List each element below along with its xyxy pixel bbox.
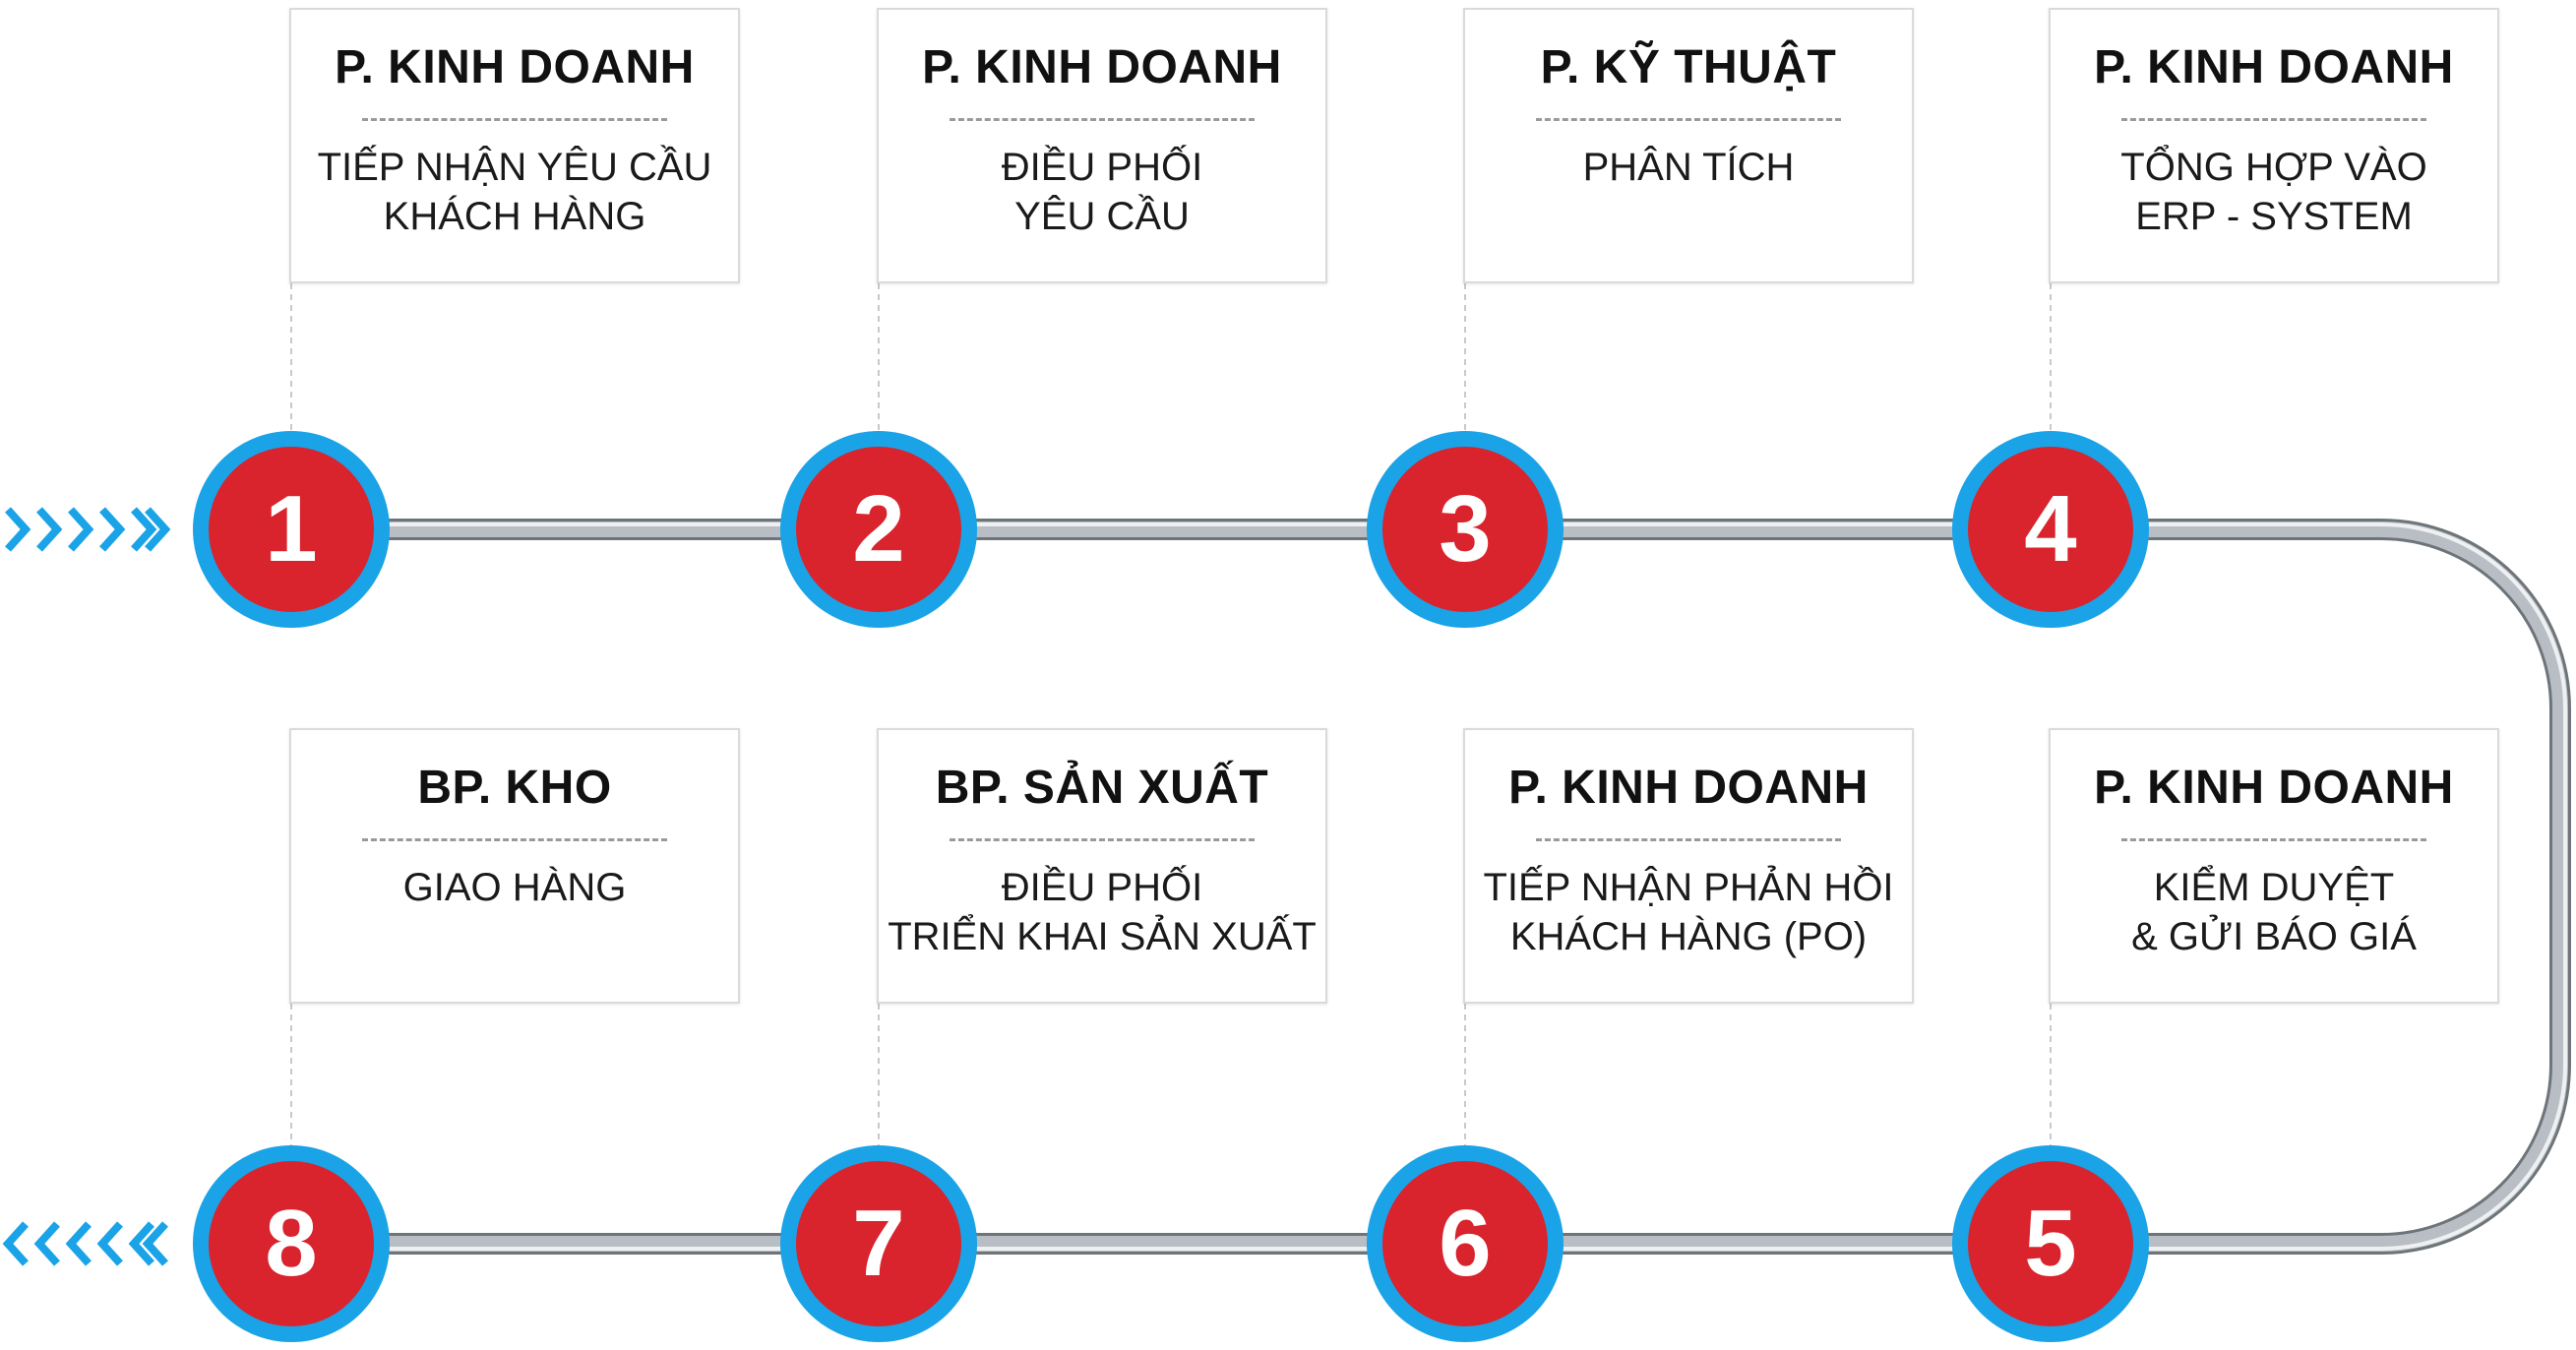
step-card-8: BP. KHO GIAO HÀNG (289, 728, 740, 1004)
step-number: 1 (209, 447, 374, 612)
step-task: ĐIỀU PHỐI TRIỂN KHAI SẢN XUẤT (888, 866, 1317, 958)
step-number: 8 (209, 1161, 374, 1326)
step-marker-6: 6 (1367, 1145, 1564, 1342)
step-task: KIỂM DUYỆT & GỬI BÁO GIÁ (2131, 866, 2417, 958)
step-task: TIẾP NHẬN PHẢN HỒI KHÁCH HÀNG (PO) (1483, 866, 1894, 958)
step-department: BP. KHO (417, 762, 612, 814)
chevrons-right-icon (5, 507, 171, 552)
step-card-3: P. KỸ THUẬT PHÂN TÍCH (1463, 8, 1914, 283)
card-separator (950, 838, 1255, 841)
step-marker-2: 2 (780, 431, 977, 628)
step-department: P. KINH DOANH (1508, 762, 1869, 814)
card-separator (2121, 838, 2426, 841)
step-department: P. KINH DOANH (335, 41, 695, 93)
card-separator (1536, 118, 1841, 121)
card-separator (1536, 838, 1841, 841)
step-task: ĐIỀU PHỐI YÊU CẦU (1001, 146, 1203, 238)
step-department: P. KỸ THUẬT (1540, 41, 1837, 93)
card-separator (950, 118, 1255, 121)
card-separator (2121, 118, 2426, 121)
step-task: TIẾP NHẬN YÊU CẦU KHÁCH HÀNG (317, 146, 712, 238)
step-card-6: P. KINH DOANH TIẾP NHẬN PHẢN HỒI KHÁCH H… (1463, 728, 1914, 1004)
step-marker-7: 7 (780, 1145, 977, 1342)
step-marker-4: 4 (1952, 431, 2149, 628)
step-card-5: P. KINH DOANH KIỂM DUYỆT & GỬI BÁO GIÁ (2049, 728, 2499, 1004)
step-card-7: BP. SẢN XUẤT ĐIỀU PHỐI TRIỂN KHAI SẢN XU… (877, 728, 1327, 1004)
step-number: 3 (1382, 447, 1548, 612)
track-path-highlight (291, 522, 2567, 1251)
step-card-1: P. KINH DOANH TIẾP NHẬN YÊU CẦU KHÁCH HÀ… (289, 8, 740, 283)
step-task: PHÂN TÍCH (1582, 146, 1795, 189)
chevrons-left-icon (2, 1221, 168, 1266)
step-task: TỔNG HỢP VÀO ERP - SYSTEM (2120, 146, 2427, 238)
step-number: 4 (1968, 447, 2133, 612)
step-number: 2 (796, 447, 961, 612)
card-separator (362, 118, 667, 121)
step-number: 7 (796, 1161, 961, 1326)
step-marker-5: 5 (1952, 1145, 2149, 1342)
step-card-2: P. KINH DOANH ĐIỀU PHỐI YÊU CẦU (877, 8, 1327, 283)
step-department: P. KINH DOANH (2094, 41, 2454, 93)
track-path (283, 522, 2568, 1252)
step-number: 5 (1968, 1161, 2133, 1326)
step-marker-8: 8 (193, 1145, 390, 1342)
step-department: P. KINH DOANH (922, 41, 1282, 93)
step-marker-3: 3 (1367, 431, 1564, 628)
step-department: P. KINH DOANH (2094, 762, 2454, 814)
card-separator (362, 838, 667, 841)
step-department: BP. SẢN XUẤT (935, 762, 1269, 814)
step-marker-1: 1 (193, 431, 390, 628)
step-number: 6 (1382, 1161, 1548, 1326)
step-card-4: P. KINH DOANH TỔNG HỢP VÀO ERP - SYSTEM (2049, 8, 2499, 283)
step-task: GIAO HÀNG (402, 866, 627, 909)
connector-lines (290, 283, 2052, 1153)
